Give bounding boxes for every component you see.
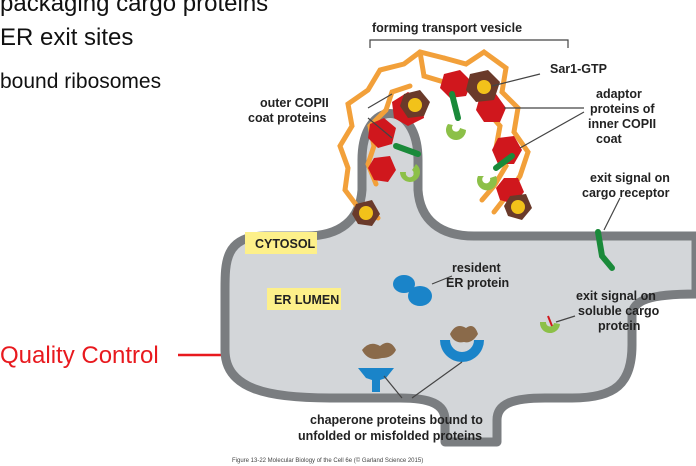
er-lumen-box bbox=[267, 288, 341, 310]
sar1-label: Sar1-GTP bbox=[550, 62, 607, 76]
quality-control-label: Quality Control bbox=[0, 342, 159, 369]
figure-caption: Figure 13-22 Molecular Biology of the Ce… bbox=[232, 457, 423, 464]
chaperone-label: chaperone proteins bound to unfolded or … bbox=[298, 413, 483, 443]
svg-text:ER protein: ER protein bbox=[446, 276, 509, 290]
slide-ribosomes: bound ribosomes bbox=[0, 70, 162, 93]
svg-text:exit signal on: exit signal on bbox=[590, 171, 670, 185]
exit-signal-soluble-label: exit signal on soluble cargo protein bbox=[576, 289, 660, 333]
svg-text:coat: coat bbox=[596, 132, 623, 146]
svg-text:protein: protein bbox=[598, 319, 640, 333]
svg-text:inner COPII: inner COPII bbox=[588, 117, 656, 131]
svg-text:cargo receptor: cargo receptor bbox=[582, 186, 670, 200]
adaptor-label: adaptor proteins of inner COPII coat bbox=[588, 87, 656, 146]
forming-vesicle-label: forming transport vesicle bbox=[372, 21, 522, 35]
svg-text:coat proteins: coat proteins bbox=[248, 111, 327, 125]
svg-text:unfolded or misfolded proteins: unfolded or misfolded proteins bbox=[298, 429, 482, 443]
inner-copii-adaptors bbox=[368, 70, 524, 204]
svg-text:soluble cargo: soluble cargo bbox=[578, 304, 660, 318]
slide-exit-sites: ER exit sites bbox=[0, 24, 134, 51]
resident-er-label: resident ER protein bbox=[446, 261, 509, 290]
cargo-proteins bbox=[400, 124, 560, 334]
exit-signal-receptor-label: exit signal on cargo receptor bbox=[582, 171, 670, 200]
chaperone-proteins bbox=[358, 326, 484, 392]
vesicle-bracket bbox=[369, 39, 569, 48]
svg-text:proteins of: proteins of bbox=[590, 102, 655, 116]
cytosol-box bbox=[245, 232, 317, 254]
slide-top-line: packaging cargo proteins bbox=[0, 0, 269, 17]
svg-text:adaptor: adaptor bbox=[596, 87, 642, 101]
cargo-receptors bbox=[393, 91, 615, 271]
svg-text:chaperone proteins bound to: chaperone proteins bound to bbox=[310, 413, 483, 427]
svg-text:resident: resident bbox=[452, 261, 501, 275]
outer-copii-label: outer COPII coat proteins bbox=[248, 96, 329, 125]
pointer-lines bbox=[367, 73, 621, 399]
svg-text:outer COPII: outer COPII bbox=[260, 96, 329, 110]
exit-signal-soluble bbox=[547, 315, 553, 327]
cytosol-label: CYTOSOL bbox=[255, 237, 316, 251]
svg-text:exit signal on: exit signal on bbox=[576, 289, 656, 303]
er-lumen-label: ER LUMEN bbox=[274, 293, 339, 307]
sar1-gtp bbox=[352, 70, 532, 226]
resident-er-protein bbox=[393, 275, 432, 306]
